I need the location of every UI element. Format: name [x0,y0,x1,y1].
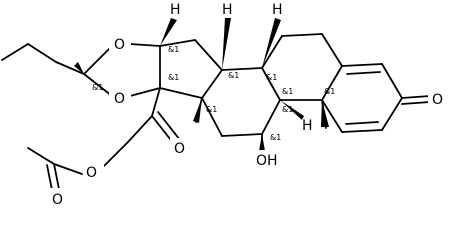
ester-oxygen: O [86,165,97,181]
side-ketone-oxygen: O [174,141,185,157]
stereo-tag: &1 [92,83,103,92]
stereo-tag: &1 [168,45,179,54]
stereo-tag: &1 [266,73,277,82]
bond-lines [1,33,431,196]
atom-labels: O O O O O OH O H H H H [50,2,446,208]
hydrogen-bottom: H [302,118,313,134]
hydrogen-wedges [160,18,304,120]
stereo-tag: &1 [228,71,239,80]
hydrogen-top-mid: H [222,2,233,18]
stereo-tag: &1 [324,87,335,96]
stereo-tag: &1 [168,73,179,82]
stereo-tags: &1 &1 &1 &1 &1 &1 &1 &1 &1 &1 [92,45,335,142]
hydrogen-top-left: H [170,2,181,18]
stereo-tag: &1 [206,105,217,114]
stereo-wedges [74,62,329,151]
ring-oxygen-top: O [114,37,125,53]
chemical-structure: O O O O O OH O H H H H &1 &1 &1 &1 &1 &1… [1,2,446,208]
stereo-tag: &1 [282,87,293,96]
acetyl-carbonyl-oxygen: O [52,192,63,208]
ring-oxygen-bottom: O [114,91,125,107]
stereo-tag: &1 [282,105,293,114]
hydroxyl-label: OH [256,153,278,169]
stereo-tag: &1 [270,133,281,142]
enone-oxygen: O [432,92,443,108]
hydrogen-top-right: H [272,2,283,18]
